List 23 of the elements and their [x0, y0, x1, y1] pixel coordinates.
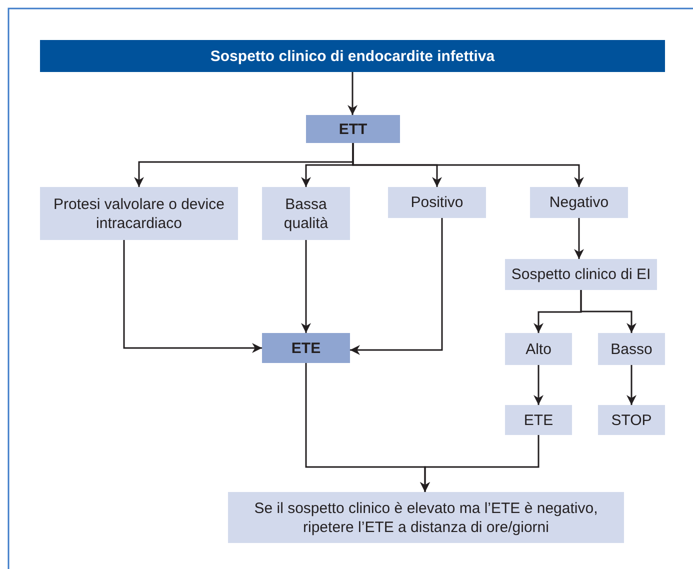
arrow [352, 143, 584, 187]
arrow [123, 240, 262, 353]
arrow [574, 218, 584, 259]
step-box: Negativo [530, 187, 628, 218]
step-box: Se il sospetto clinico è elevato ma l’ETE è negativo, ripetere l’ETE a distanza di ore/giorni [228, 492, 624, 543]
arrow [534, 365, 544, 405]
step-box: Bassa qualità [262, 187, 350, 240]
title-bar: Sospetto clinico di endocardite infettiva [40, 40, 665, 72]
step-box: Basso [598, 333, 665, 365]
arrow [348, 72, 358, 115]
step-box: ETE [262, 333, 350, 363]
arrow [350, 218, 443, 355]
step-box: Alto [505, 333, 572, 365]
arrow [626, 365, 636, 405]
step-box: ETT [306, 115, 400, 143]
step-box: Sospetto clinico di EI [505, 259, 657, 290]
arrow [420, 435, 540, 492]
step-box: Positivo [388, 187, 486, 218]
step-box: Protesi valvolare o device intracardiaco [40, 187, 238, 240]
step-box: STOP [598, 405, 665, 435]
arrow [301, 240, 311, 333]
step-box: ETE [505, 405, 572, 435]
arrow [580, 290, 636, 333]
